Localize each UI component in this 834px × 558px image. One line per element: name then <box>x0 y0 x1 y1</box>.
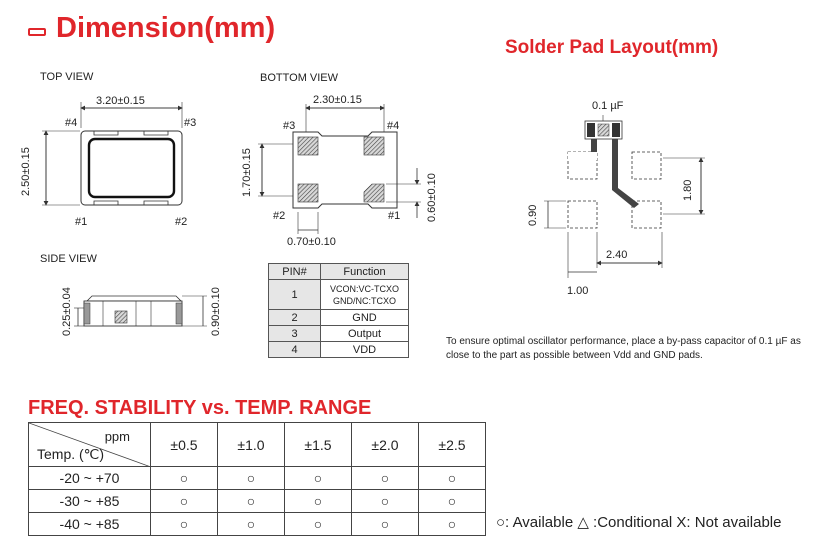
side-right-dim: 0.90±0.10 <box>210 287 222 336</box>
top-pin3-label: #3 <box>184 117 197 129</box>
solder-pad-drawing <box>544 115 705 278</box>
temp-range: -20 ~ +70 <box>28 466 151 490</box>
pin-function-table: PIN# Function 1 VCON:VC-TCXO GND/NC:TCXO… <box>268 263 409 358</box>
top-pin4-label: #4 <box>65 117 78 129</box>
availability-cell: ○ <box>284 466 352 490</box>
table-row: 4 VDD <box>268 341 409 358</box>
bottom-view-label: BOTTOM VIEW <box>260 72 339 84</box>
pin-function: VCON:VC-TCXO GND/NC:TCXO <box>320 279 409 310</box>
dimension-title-icon <box>28 28 46 36</box>
solder-dim-240: 2.40 <box>606 249 628 261</box>
pin-header: PIN# <box>268 263 321 280</box>
side-view-drawing <box>74 295 207 327</box>
availability-cell: ○ <box>217 489 285 513</box>
pin1-function-gnd: GND/NC:TCXO <box>333 295 396 306</box>
dimension-drawing <box>42 102 705 327</box>
table-row: -30 ~ +85 ○ ○ ○ ○ ○ <box>28 489 486 513</box>
dimension-title: Dimension(mm) <box>56 12 276 44</box>
pin-table-header: PIN# Function <box>268 263 409 280</box>
bottom-pad-width-dim: 0.70±0.10 <box>287 236 336 248</box>
corner-ppm-label: ppm <box>104 429 130 444</box>
availability-cell: ○ <box>418 512 486 536</box>
pin-number: 2 <box>268 309 321 326</box>
bottom-height-dim: 1.70±0.15 <box>241 148 253 197</box>
bottom-pad-height-dim: 0.60±0.10 <box>426 173 438 222</box>
table-row: 2 GND <box>268 309 409 326</box>
side-view-label: SIDE VIEW <box>40 253 97 265</box>
column-header: ±0.5 <box>150 422 218 467</box>
top-view-label: TOP VIEW <box>40 71 94 83</box>
pin-number: 1 <box>268 279 321 310</box>
top-width-dim: 3.20±0.15 <box>96 95 145 107</box>
capacitor-label: 0.1 µF <box>592 100 624 112</box>
pin-function: VDD <box>320 341 409 358</box>
bottom-pin2-label: #2 <box>273 210 286 222</box>
availability-cell: ○ <box>284 489 352 513</box>
bottom-pin1-label: #1 <box>388 210 401 222</box>
top-pin1-label: #1 <box>75 216 88 228</box>
table-row: 3 Output <box>268 325 409 342</box>
availability-cell: ○ <box>150 512 218 536</box>
top-view-drawing <box>42 102 183 206</box>
pin-function: Output <box>320 325 409 342</box>
column-header: ±2.5 <box>418 422 486 467</box>
column-header: ±1.5 <box>284 422 352 467</box>
availability-cell: ○ <box>351 466 419 490</box>
temp-range: -30 ~ +85 <box>28 489 151 513</box>
availability-cell: ○ <box>418 489 486 513</box>
availability-cell: ○ <box>351 512 419 536</box>
column-header: ±2.0 <box>351 422 419 467</box>
column-header: ±1.0 <box>217 422 285 467</box>
solder-dim-180: 1.80 <box>682 179 694 201</box>
bottom-width-dim: 2.30±0.15 <box>313 94 362 106</box>
solder-dim-100: 1.00 <box>567 285 589 297</box>
top-pin2-label: #2 <box>175 216 188 228</box>
corner-diagonal <box>29 423 151 467</box>
availability-cell: ○ <box>217 466 285 490</box>
function-header: Function <box>320 263 409 280</box>
table-row: 1 VCON:VC-TCXO GND/NC:TCXO <box>268 279 409 310</box>
corner-temp-label: Temp. (℃) <box>37 446 105 462</box>
bottom-view-drawing <box>258 104 421 234</box>
pin1-function-vcon: VCON:VC-TCXO <box>329 283 399 294</box>
availability-cell: ○ <box>150 489 218 513</box>
pin-function: GND <box>320 309 409 326</box>
side-left-dim: 0.25±0.04 <box>61 287 73 336</box>
bottom-pin4-label: #4 <box>387 120 400 132</box>
table-row: -20 ~ +70 ○ ○ ○ ○ ○ <box>28 466 486 490</box>
corner-cell: ppm Temp. (℃) <box>28 422 151 467</box>
solder-dim-090: 0.90 <box>527 204 539 226</box>
pin-number: 4 <box>268 341 321 358</box>
top-height-dim: 2.50±0.15 <box>20 147 32 196</box>
temp-range: -40 ~ +85 <box>28 512 151 536</box>
freq-table-header: ppm Temp. (℃) ±0.5 ±1.0 ±1.5 ±2.0 ±2.5 <box>28 422 486 467</box>
availability-cell: ○ <box>351 489 419 513</box>
bypass-note: To ensure optimal oscillator performance… <box>446 336 801 361</box>
bottom-pin3-label: #3 <box>283 120 296 132</box>
pin-number: 3 <box>268 325 321 342</box>
solder-pad-title: Solder Pad Layout(mm) <box>505 37 719 58</box>
availability-cell: ○ <box>150 466 218 490</box>
availability-cell: ○ <box>217 512 285 536</box>
availability-legend: ○: Available △ :Conditional X: Not avail… <box>496 514 782 531</box>
availability-cell: ○ <box>284 512 352 536</box>
freq-stability-title: FREQ. STABILITY vs. TEMP. RANGE <box>28 397 372 419</box>
table-row: -40 ~ +85 ○ ○ ○ ○ ○ <box>28 512 486 536</box>
availability-cell: ○ <box>418 466 486 490</box>
freq-stability-table: ppm Temp. (℃) ±0.5 ±1.0 ±1.5 ±2.0 ±2.5 -… <box>28 422 486 536</box>
